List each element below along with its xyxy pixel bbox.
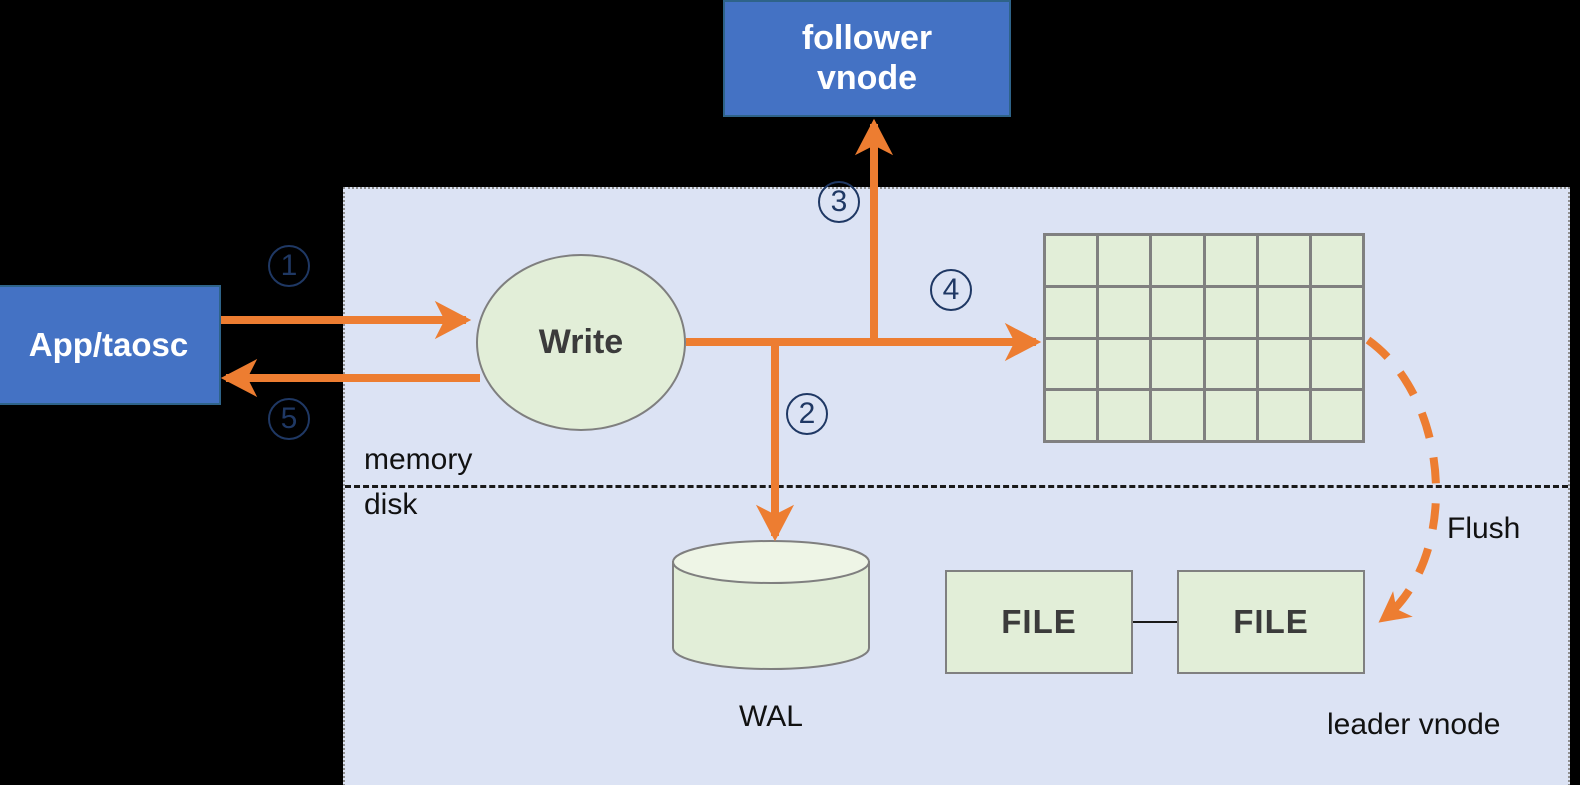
step-badge-2: 2 [786, 393, 828, 435]
app-taosc-node: App/taosc [0, 285, 221, 405]
memory-table-cell [1046, 236, 1100, 288]
memory-table-cell [1152, 339, 1206, 392]
file-box-1: FILE [945, 570, 1133, 674]
memory-table-cell [1099, 287, 1153, 340]
memory-table-cell [1205, 287, 1259, 340]
memory-table-cell [1046, 287, 1100, 340]
memory-table-cell [1311, 339, 1365, 392]
memory-table-cell [1152, 287, 1206, 340]
follower-vnode-line2: vnode [816, 58, 918, 97]
wal-label: WAL [739, 700, 803, 733]
memory-table-cell [1205, 339, 1259, 392]
step-badge-3: 3 [818, 181, 860, 223]
memory-table-cell [1258, 287, 1312, 340]
memory-table-cell [1205, 236, 1259, 288]
leader-vnode-label: leader vnode [1327, 708, 1501, 741]
memory-table-cell [1311, 236, 1365, 288]
step-badge-1: 1 [268, 245, 310, 287]
follower-vnode-line1: follower [801, 19, 933, 58]
follower-vnode-node: follower vnode [723, 0, 1011, 117]
memory-table-cell [1152, 236, 1206, 288]
write-node: Write [476, 254, 686, 431]
memory-table-cell [1099, 236, 1153, 288]
memory-table-cell [1099, 339, 1153, 392]
memory-table-cell [1258, 339, 1312, 392]
memory-label: memory [364, 443, 473, 476]
memory-table-cell [1258, 391, 1312, 443]
wal-cylinder-icon [672, 540, 870, 670]
flush-label: Flush [1447, 512, 1521, 545]
memory-table-cell [1099, 391, 1153, 443]
memory-table-cell [1152, 391, 1206, 443]
file-box-2: FILE [1177, 570, 1365, 674]
step-badge-5: 5 [268, 398, 310, 440]
memory-table-cell [1046, 339, 1100, 392]
memory-table-cell [1046, 391, 1100, 443]
memory-table-cell [1205, 391, 1259, 443]
memory-table-grid [1043, 233, 1365, 443]
step-badge-4: 4 [930, 269, 972, 311]
file-connector-line [1133, 621, 1177, 623]
memory-table-cell [1258, 236, 1312, 288]
disk-label: disk [364, 488, 418, 521]
memory-table-cell [1311, 287, 1365, 340]
memory-table-cell [1311, 391, 1365, 443]
memory-disk-divider [345, 485, 1568, 488]
